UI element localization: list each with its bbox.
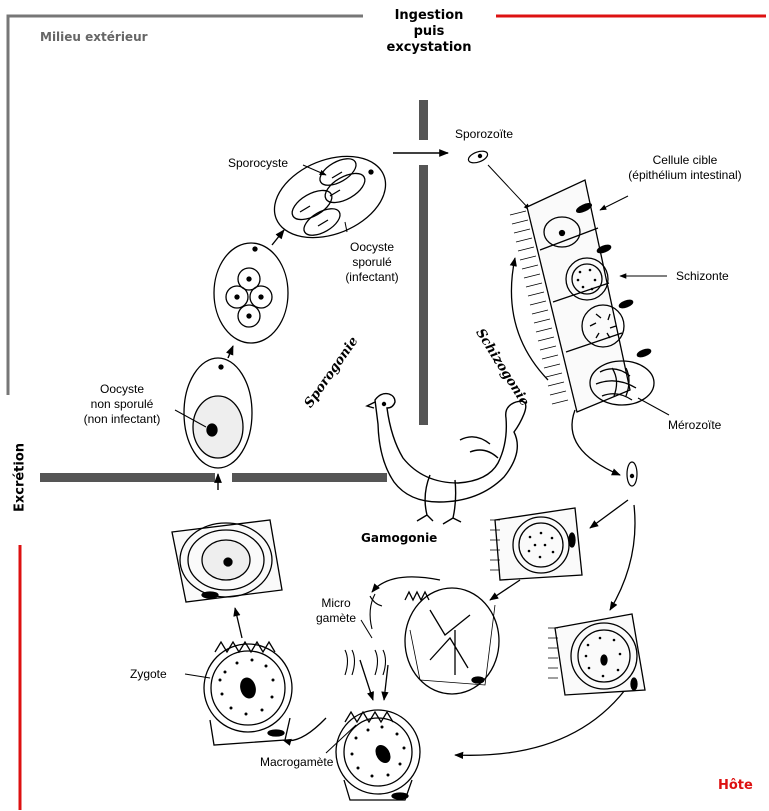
- schizont-label: Schizonte: [676, 269, 729, 284]
- hen-illustration: [367, 394, 526, 524]
- target-cell-label: Cellule cible (épithélium intestinal): [610, 153, 760, 183]
- ingestion-line-3: excystation: [360, 40, 498, 56]
- second-generation-schizont: [490, 508, 582, 580]
- sporozoite-label: Sporozoïte: [455, 127, 513, 142]
- macrogametocyte-cell: [548, 614, 645, 695]
- target-cell-line-1: Cellule cible: [610, 153, 760, 168]
- ingestion-header: Ingestion puis excystation: [360, 8, 498, 56]
- ingestion-line-1: Ingestion: [360, 8, 498, 24]
- dividing-oocyst: [214, 243, 288, 343]
- young-oocyst-cell: [172, 520, 282, 602]
- unsporulated-line-2: non sporulé: [64, 397, 180, 412]
- sporulation-arrows: [218, 153, 448, 490]
- sporulated-line-2: sporulé: [322, 255, 422, 270]
- microgametocyte-cell: [405, 588, 499, 694]
- sporulated-line-3: (infectant): [322, 270, 422, 285]
- host-zone-label: Hôte: [718, 778, 753, 793]
- excretion-label: Excrétion: [13, 438, 28, 518]
- unsporulated-line-1: Oocyste: [64, 382, 180, 397]
- unsporulated-oocyst: [184, 358, 252, 468]
- ingestion-line-2: puis: [360, 24, 498, 40]
- microgamete-line-1: Micro: [308, 596, 364, 611]
- sporocyst-label: Sporocyste: [228, 156, 288, 171]
- unsporulated-line-3: (non infectant): [64, 412, 180, 427]
- zygote-cell: [204, 642, 292, 745]
- exterior-zone-label: Milieu extérieur: [40, 30, 148, 44]
- macrogamete-cell: [336, 710, 420, 800]
- sporulated-line-1: Oocyste: [322, 240, 422, 255]
- macrogamete-label: Macrogamète: [260, 755, 333, 770]
- microgamete-line-2: gamète: [308, 611, 364, 626]
- merozoite-label: Mérozoïte: [668, 418, 721, 433]
- free-merozoite: [627, 462, 637, 486]
- intestinal-epithelium: [510, 180, 654, 412]
- unsporulated-oocyst-label: Oocyste non sporulé (non infectant): [64, 382, 180, 427]
- zygote-label: Zygote: [130, 667, 167, 682]
- sporozoite: [467, 149, 489, 165]
- exterior-border: [8, 16, 363, 395]
- microgamete-label: Micro gamète: [308, 596, 364, 626]
- gamogony-label: Gamogonie: [361, 531, 437, 545]
- target-cell-line-2: (épithélium intestinal): [610, 168, 760, 183]
- sporulated-oocyst-label: Oocyste sporulé (infectant): [322, 240, 422, 285]
